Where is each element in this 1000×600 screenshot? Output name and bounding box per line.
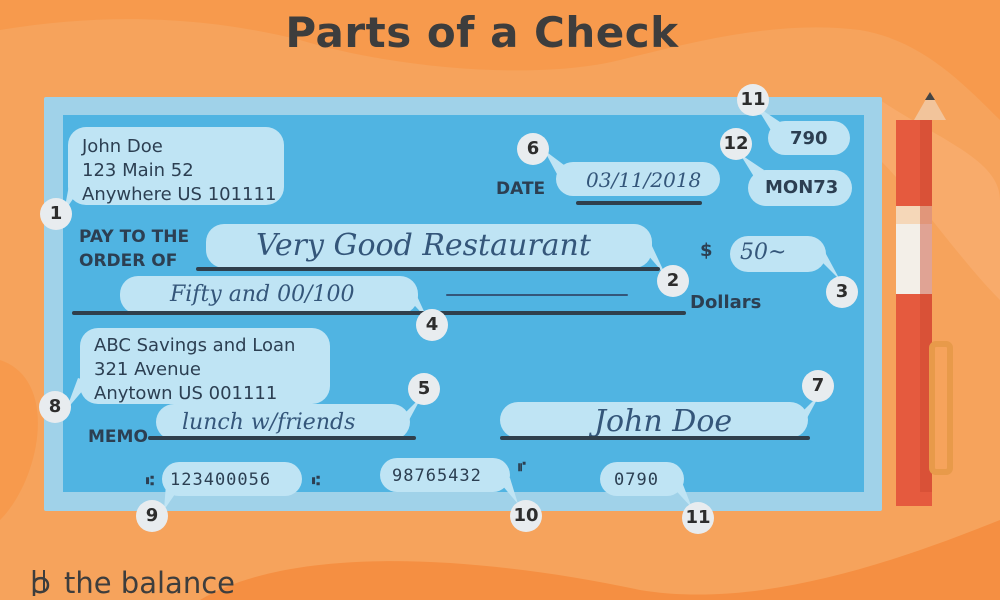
- amount-words-line: [72, 311, 686, 315]
- payer-street: 123 Main 52: [82, 160, 194, 181]
- code-value: MON73: [765, 177, 839, 198]
- marker-7-badge: 7: [802, 370, 834, 402]
- bank-name: ABC Savings and Loan: [94, 335, 296, 356]
- payee-bubble: [206, 224, 652, 268]
- check-number-bottom-bubble: [600, 462, 684, 496]
- payer-bubble-tail: [64, 180, 86, 212]
- brand-logo: the balance: [30, 566, 235, 600]
- marker-9-badge: 9: [136, 500, 168, 532]
- signature-bubble: [500, 402, 808, 438]
- marker-4-badge: 4: [416, 309, 448, 341]
- code-bubble: [748, 170, 852, 206]
- check-number-top-bubble: [768, 121, 850, 155]
- dollars-label: Dollars: [690, 292, 762, 313]
- signature-line: [500, 436, 810, 440]
- memo-bubble: [156, 404, 410, 440]
- amount-numeric-bubble: [730, 236, 826, 272]
- routing-end-symbol: ⑆: [312, 474, 320, 489]
- check-number-bottom: 0790: [614, 470, 659, 490]
- date-bubble: [556, 162, 720, 196]
- payer-info-bubble: John Doe 123 Main 52 Anywhere US 101111: [68, 127, 284, 205]
- code-bubble-tail: [740, 154, 764, 180]
- bank-info-bubble: ABC Savings and Loan 321 Avenue Anytown …: [80, 328, 330, 404]
- amount-words-bubble: [120, 276, 418, 314]
- amount-words-scribble: [446, 294, 628, 296]
- check-number-top: 790: [790, 128, 828, 149]
- date-label: DATE: [496, 179, 546, 199]
- account-bubble-tail: [496, 478, 518, 504]
- payee-line: [196, 267, 660, 271]
- routing-start-symbol: ⑆: [146, 474, 154, 489]
- bank-bubble-tail: [66, 378, 90, 410]
- routing-bubble: [162, 462, 302, 496]
- memo-value: lunch w/friends: [182, 410, 356, 435]
- amount-words-value: Fifty and 00/100: [170, 282, 355, 307]
- account-number: 98765432: [392, 466, 482, 486]
- memo-label: MEMO: [88, 427, 148, 447]
- marker-8-badge: 8: [39, 391, 71, 423]
- pay-to-label-line1: PAY TO THE: [79, 227, 190, 247]
- pay-to-label-line2: ORDER OF: [79, 251, 178, 271]
- bank-street: 321 Avenue: [94, 359, 201, 380]
- payer-name: John Doe: [82, 136, 163, 157]
- routing-number: 123400056: [170, 470, 272, 490]
- marker-5-badge: 5: [408, 373, 440, 405]
- amount-numeric-tail: [814, 254, 840, 280]
- marker-3-badge: 3: [826, 276, 858, 308]
- page-title: Parts of a Check: [285, 8, 679, 57]
- marker-11-bottom-badge: 11: [682, 502, 714, 534]
- account-end-symbol: ⑈: [518, 460, 526, 475]
- account-bubble: [380, 458, 510, 492]
- logo-text: the balance: [64, 566, 235, 600]
- date-bubble-tail: [544, 150, 568, 176]
- bank-city: Anytown US 001111: [94, 383, 278, 404]
- dollar-sign: $: [700, 240, 713, 261]
- marker-1-badge: 1: [40, 198, 72, 230]
- marker-10-badge: 10: [510, 500, 542, 532]
- date-value: 03/11/2018: [586, 168, 702, 192]
- date-line: [576, 201, 702, 205]
- marker-6-badge: 6: [517, 133, 549, 165]
- pencil-icon: [896, 92, 953, 506]
- marker-12-badge: 12: [720, 128, 752, 160]
- payer-city: Anywhere US 101111: [82, 184, 277, 205]
- signature-value: John Doe: [594, 404, 733, 439]
- amount-numeric-value: 50~: [740, 240, 787, 265]
- payee-value: Very Good Restaurant: [256, 228, 591, 263]
- marker-2-badge: 2: [657, 265, 689, 297]
- marker-11-top-badge: 11: [737, 84, 769, 116]
- memo-line: [148, 436, 416, 440]
- balance-logo-icon: [32, 570, 50, 596]
- check-number-bottom-tail: [668, 482, 692, 508]
- routing-bubble-tail: [164, 484, 182, 510]
